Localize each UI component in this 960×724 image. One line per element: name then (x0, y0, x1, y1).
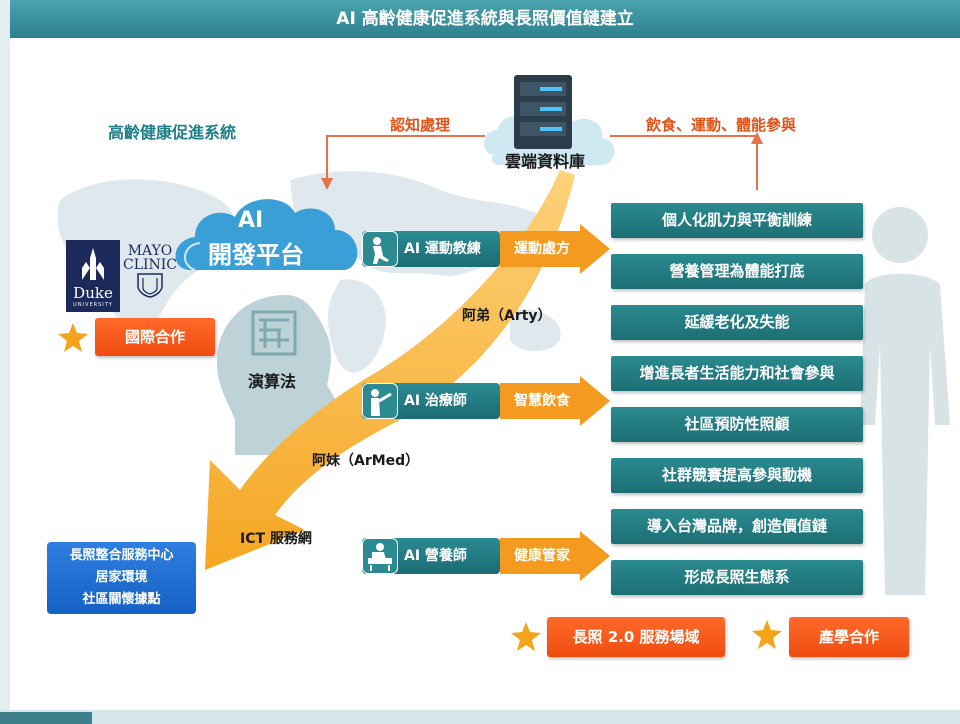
head-silhouette (216, 295, 337, 455)
diet-exercise-label: 飲食、運動、體能參與 (646, 116, 797, 134)
role-ai-nutritionist: AI 營養師 (362, 538, 500, 574)
smart-diet-arrow: 智慧飲食 (500, 376, 610, 426)
therapist-icon (362, 383, 398, 419)
page-title: AI 高齡健康促進系統與長照價值鏈建立 (10, 0, 960, 38)
nutritionist-icon (362, 538, 398, 574)
system-label: 高齡健康促進系統 (108, 123, 237, 142)
armed-label: 阿妹（ArMed） (312, 453, 420, 469)
service-item: 增進長者生活能力和社會參與 (611, 356, 863, 391)
cognitive-processing-label: 認知處理 (390, 116, 451, 134)
industry-academia-box: 產學合作 (789, 617, 909, 657)
ai-platform-title: AI (238, 208, 264, 233)
service-item: 社區預防性照顧 (611, 407, 863, 442)
flow-arrows (205, 170, 575, 570)
arty-label: 阿弟（Arty） (462, 308, 552, 324)
mayo-clinic-logo: MAYO CLINIC (122, 244, 178, 301)
service-item: 延緩老化及失能 (611, 305, 863, 340)
algorithm-label: 演算法 (248, 372, 297, 391)
server-icon (484, 75, 615, 165)
service-item: 個人化肌力與平衡訓練 (611, 203, 863, 238)
international-cooperation-box: 國際合作 (95, 318, 215, 356)
mayo-shield-icon (137, 273, 163, 298)
elder-silhouette (860, 207, 950, 595)
ai-platform-subtitle: 開發平台 (208, 241, 304, 269)
service-item: 形成長照生態系 (611, 560, 863, 595)
ai-platform-cloud (175, 199, 358, 271)
star-icon (752, 620, 782, 649)
ict-network-label: ICT 服務網 (240, 531, 312, 547)
star-icon (58, 323, 88, 352)
ltc-service-field-box: 長照 2.0 服務場域 (547, 617, 725, 657)
service-item: 營養管理為體能打底 (611, 254, 863, 289)
role-ai-exercise-coach: AI 運動教練 (362, 231, 500, 267)
service-item: 社群競賽提高參與動機 (611, 458, 863, 493)
duke-chapel-icon (82, 248, 104, 280)
cloud-arrows (321, 132, 763, 190)
exercise-prescription-arrow: 運動處方 (500, 224, 610, 274)
star-icon (511, 622, 541, 651)
bottom-strip (0, 710, 960, 724)
service-item: 導入台灣品牌，創造價值鏈 (611, 509, 863, 544)
duke-logo: Duke UNIVERSITY (66, 240, 120, 312)
role-ai-therapist: AI 治療師 (362, 383, 500, 419)
health-butler-arrow: 健康管家 (500, 531, 610, 581)
exercise-icon (362, 231, 398, 267)
cloud-database-label: 雲端資料庫 (505, 152, 586, 171)
ltc-center-box: 長照整合服務中心 居家環境 社區關懷據點 (47, 542, 196, 614)
bottom-accent (0, 712, 92, 724)
